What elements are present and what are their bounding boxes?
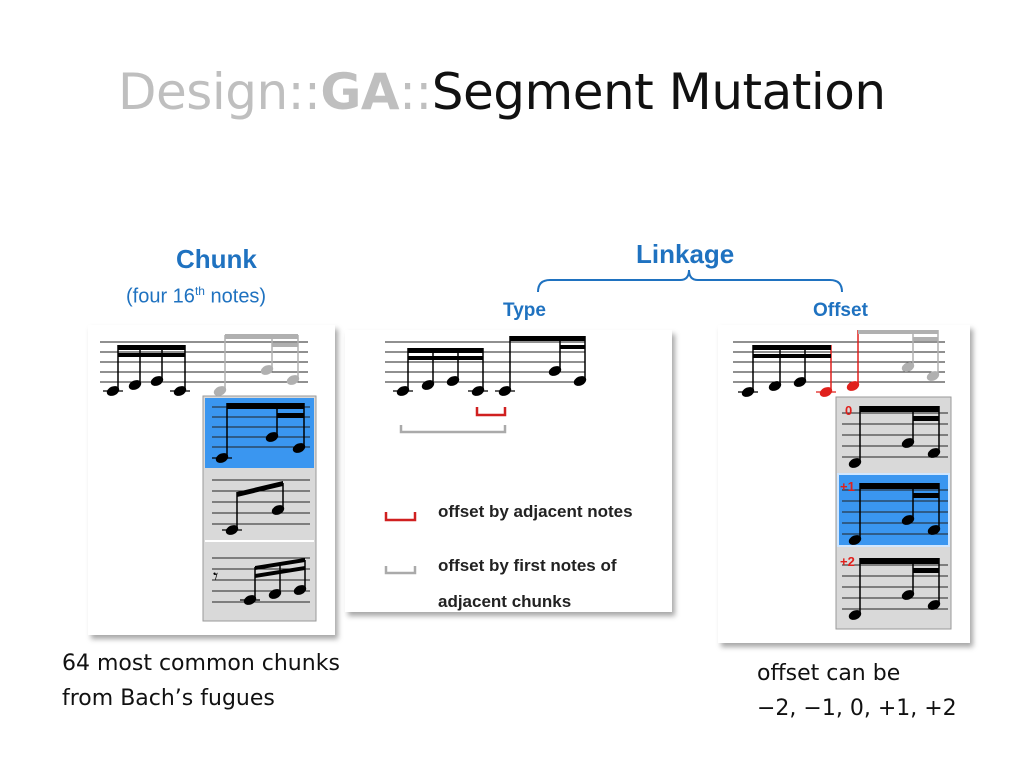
note-beam	[858, 330, 938, 334]
rest-icon: 𝄾	[213, 564, 218, 588]
note-head	[265, 432, 279, 442]
chunk-subtitle: (four 16th notes)	[126, 284, 266, 309]
note-head	[213, 386, 227, 396]
note-beam	[225, 334, 298, 339]
note-beam	[560, 345, 585, 349]
note-head	[573, 376, 587, 386]
note-head	[768, 381, 782, 391]
note-beam	[255, 558, 305, 570]
title-ga: GA	[320, 63, 400, 121]
title-main: Segment Mutation	[431, 63, 886, 121]
note-beam	[408, 356, 483, 360]
footer-right-line1: offset can be	[757, 661, 901, 686]
footer-right-line2: −2, −1, 0, +1, +2	[757, 696, 957, 721]
note-head	[446, 376, 460, 386]
note-head	[927, 525, 941, 535]
chunk-heading: Chunk	[176, 244, 257, 274]
title-sep: ::	[399, 63, 432, 121]
chunk-subtitle-text: (four 16	[126, 285, 195, 308]
chunk-subtitle-sup: th	[194, 284, 205, 298]
note-beam	[510, 336, 585, 341]
offset-option-plus1: +1	[840, 479, 855, 494]
note-beam	[753, 354, 831, 358]
chunk-subtitle-text2: notes)	[204, 285, 267, 308]
note-beam	[860, 483, 939, 489]
legend-gray-bracket-icon	[384, 566, 417, 575]
note-head	[793, 377, 807, 387]
note-head	[260, 365, 274, 375]
note-head	[901, 362, 915, 372]
note-head	[421, 380, 435, 390]
note-head	[548, 366, 562, 376]
note-head	[286, 375, 300, 385]
linkage-brace	[537, 269, 843, 293]
note-head	[128, 380, 142, 390]
note-beam	[272, 343, 298, 347]
note-head	[848, 458, 862, 468]
note-head	[927, 448, 941, 458]
note-beam	[277, 413, 304, 418]
note-head	[846, 381, 860, 391]
note-beam	[753, 345, 831, 350]
footer-left-line2: from Bach’s fugues	[62, 686, 275, 711]
note-head	[926, 371, 940, 381]
note-head	[901, 438, 915, 448]
note-head	[271, 505, 285, 515]
note-beam	[237, 481, 283, 497]
note-beam	[913, 493, 939, 498]
legend-red-text: offset by adjacent notes	[438, 502, 633, 521]
type-panel	[345, 330, 672, 612]
offset-label: Offset	[813, 300, 868, 321]
footer-left-line1: 64 most common chunks	[62, 651, 340, 676]
note-beam	[913, 416, 939, 421]
note-head	[848, 535, 862, 545]
note-head	[927, 600, 941, 610]
type-label: Type	[503, 300, 546, 321]
legend-gray-text-1: offset by first notes of	[438, 556, 617, 575]
note-beam	[913, 337, 938, 341]
note-head	[293, 585, 307, 595]
note-beam	[118, 345, 185, 350]
note-beam	[408, 348, 483, 353]
note-head	[268, 589, 282, 599]
note-head	[901, 515, 915, 525]
title-prefix: Design::	[118, 63, 321, 121]
note-head	[901, 590, 915, 600]
linkage-heading: Linkage	[636, 239, 735, 269]
legend-red-bracket-icon	[384, 512, 417, 522]
note-beam	[255, 566, 305, 578]
legend-gray-text-2: adjacent chunks	[438, 592, 572, 611]
offset-option-plus2: +2	[840, 554, 855, 569]
note-beam	[118, 353, 185, 357]
note-beam	[860, 406, 939, 412]
note-beam	[913, 568, 939, 573]
red-bracket	[475, 407, 507, 417]
note-beam	[860, 558, 939, 564]
slide-title: Design::GA::Segment Mutation	[118, 62, 886, 122]
note-head	[292, 443, 306, 453]
note-head	[848, 610, 862, 620]
note-head	[150, 376, 164, 386]
gray-bracket	[399, 425, 507, 434]
note-beam	[227, 403, 304, 409]
offset-option-0: 0	[845, 403, 852, 418]
